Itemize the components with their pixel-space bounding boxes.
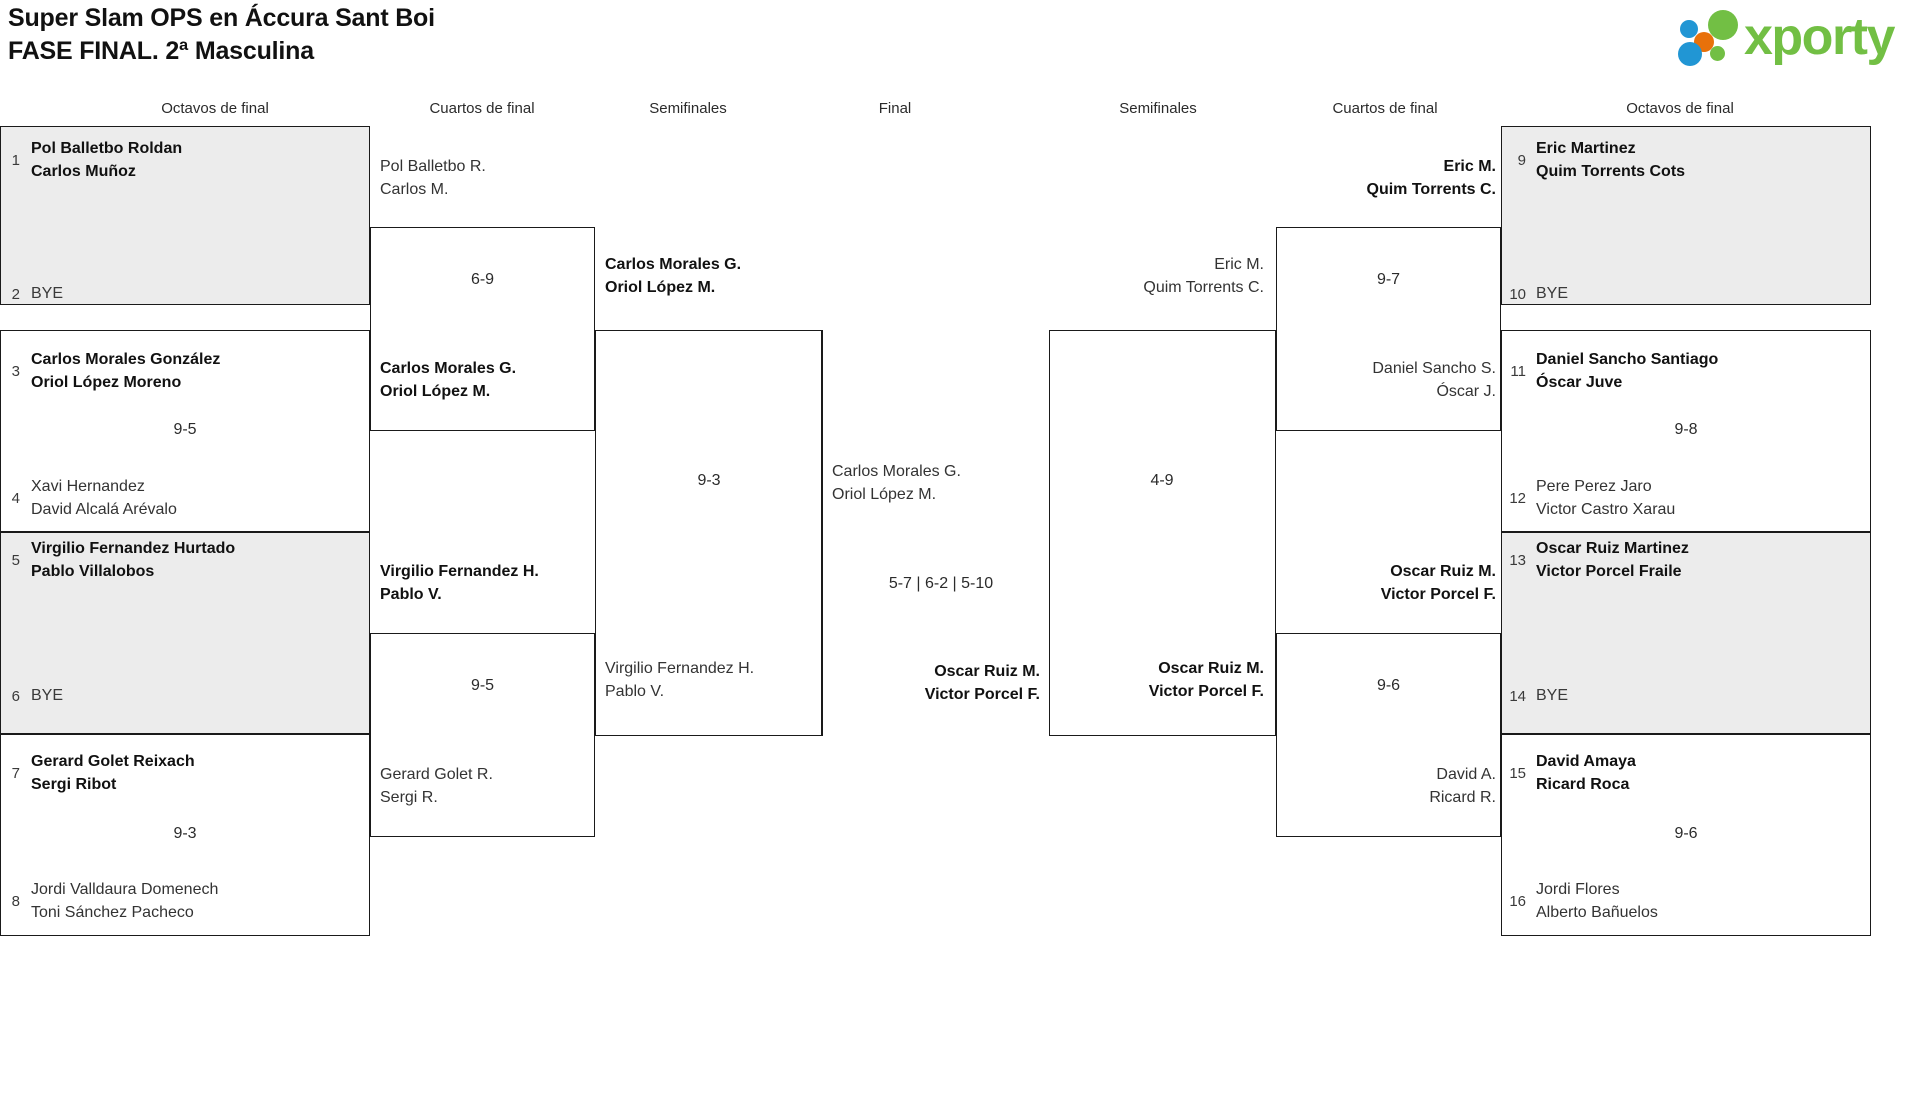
round-header-octavos-right: Octavos de final <box>1626 100 1734 117</box>
team-name: Eric M. Quim Torrents C. <box>1366 158 1497 198</box>
logo-dot-blue-bottom-icon <box>1678 42 1702 66</box>
match-box-left-qf-2[interactable] <box>370 633 595 837</box>
team-name: Oscar Ruiz M. Victor Porcel F. <box>924 663 1040 703</box>
team-name: Virgilio Fernandez Hurtado Pablo Villalo… <box>31 540 236 580</box>
team-name: Jordi Flores Alberto Bañuelos <box>1536 881 1658 921</box>
team-name: Pere Perez Jaro Victor Castro Xarau <box>1536 478 1676 518</box>
match-box-left-r16-1[interactable] <box>0 126 370 305</box>
team-name: Pol Balletbo R. Carlos M. <box>380 158 486 198</box>
seed-number: 11 <box>1510 363 1526 380</box>
match-box-left-sf[interactable] <box>595 330 822 736</box>
team-name: Pol Balletbo Roldan Carlos Muñoz <box>31 140 183 180</box>
match-score: 9-5 <box>173 421 197 438</box>
round-header-cuartos-left: Cuartos de final <box>429 100 535 117</box>
team-name: Virgilio Fernandez H. Pablo V. <box>605 660 755 700</box>
match-box-left-qf-1[interactable] <box>370 227 595 431</box>
team-name: Oscar Ruiz Martinez Victor Porcel Fraile <box>1536 540 1689 580</box>
team-name: Carlos Morales G. Oriol López M. <box>380 360 517 400</box>
logo-wordmark: xporty <box>1744 8 1895 66</box>
match-score: 9-6 <box>1376 677 1401 694</box>
logo-dot-green-small-icon <box>1710 46 1725 61</box>
match-box-left-r16-3[interactable] <box>0 532 370 734</box>
team-name: Carlos Morales G. Oriol López M. <box>832 463 961 503</box>
match-score: 4-9 <box>1150 472 1174 489</box>
match-box-right-qf-2[interactable] <box>1276 633 1501 837</box>
match-score: 9-5 <box>470 677 495 694</box>
seed-number: 12 <box>1509 490 1526 507</box>
seed-number: 15 <box>1509 765 1526 782</box>
match-box-right-sf[interactable] <box>1049 330 1276 736</box>
logo-dots-icon <box>1678 10 1752 66</box>
team-name: Oscar Ruiz M. Victor Porcel F. <box>1380 563 1496 603</box>
match-score: 9-8 <box>1674 421 1698 438</box>
bye-label: BYE <box>1536 687 1569 704</box>
team-name: Gerard Golet R. Sergi R. <box>380 766 493 806</box>
seed-number: 1 <box>11 152 20 169</box>
seed-number: 5 <box>11 552 20 569</box>
team-name: Gerard Golet Reixach Sergi Ribot <box>31 753 195 793</box>
match-box-right-r16-1[interactable] <box>1501 126 1871 305</box>
round-header-cuartos-right: Cuartos de final <box>1332 100 1438 117</box>
match-box-right-r16-4[interactable] <box>1501 734 1871 936</box>
seed-number: 6 <box>11 688 20 705</box>
seed-number: 16 <box>1509 893 1526 910</box>
team-name: Eric M. Quim Torrents C. <box>1143 256 1264 296</box>
bye-label: BYE <box>1536 285 1569 302</box>
match-score: 9-6 <box>1674 825 1698 842</box>
match-box-left-r16-2[interactable] <box>0 330 370 532</box>
seed-number: 4 <box>11 490 20 507</box>
bye-label: BYE <box>31 285 64 302</box>
seed-number: 2 <box>11 286 20 303</box>
round-header-semifinales-right: Semifinales <box>1119 100 1197 117</box>
team-name: Carlos Morales González Oriol López More… <box>31 351 221 391</box>
seed-number: 13 <box>1509 552 1526 569</box>
tournament-subtitle: FASE FINAL. 2ª Masculina <box>8 37 314 65</box>
team-name: Daniel Sancho S. Óscar J. <box>1372 360 1496 400</box>
round-header-octavos-left: Octavos de final <box>161 100 269 117</box>
bye-label: BYE <box>31 687 64 704</box>
page-header: Super Slam OPS en Áccura Sant Boi FASE F… <box>0 0 1920 95</box>
team-name: Xavi Hernandez David Alcalá Arévalo <box>31 478 177 518</box>
match-box-right-qf-1[interactable] <box>1276 227 1501 431</box>
logo-dot-blue-top-icon <box>1680 20 1698 38</box>
team-name: David A. Ricard R. <box>1429 766 1496 806</box>
final-match-score: 5-7 | 6-2 | 5-10 <box>888 575 994 592</box>
xporty-logo: xporty <box>1678 6 1908 68</box>
seed-number: 8 <box>11 893 20 910</box>
match-box-left-r16-4[interactable] <box>0 734 370 936</box>
team-name: David Amaya Ricard Roca <box>1536 753 1636 793</box>
team-name: Carlos Morales G. Oriol López M. <box>605 256 742 296</box>
round-header-final: Final <box>878 100 912 117</box>
seed-number: 3 <box>11 363 20 380</box>
match-score: 6-9 <box>470 271 495 288</box>
match-score: 9-7 <box>1376 271 1401 288</box>
seed-number: 9 <box>1517 152 1526 169</box>
team-name: Virgilio Fernandez H. Pablo V. <box>380 563 539 603</box>
team-name: Oscar Ruiz M. Victor Porcel F. <box>1148 660 1264 700</box>
seed-number: 14 <box>1509 688 1526 705</box>
match-box-right-r16-2[interactable] <box>1501 330 1871 532</box>
team-name: Jordi Valldaura Domenech Toni Sánchez Pa… <box>31 881 219 921</box>
match-score: 9-3 <box>173 825 197 842</box>
round-header-semifinales-left: Semifinales <box>649 100 727 117</box>
seed-number: 10 <box>1509 286 1526 303</box>
seed-number: 7 <box>11 765 20 782</box>
tournament-title: Super Slam OPS en Áccura Sant Boi <box>8 4 435 32</box>
final-divider-left <box>822 330 823 736</box>
match-box-right-r16-3[interactable] <box>1501 532 1871 734</box>
match-score: 9-3 <box>697 472 721 489</box>
team-name: Daniel Sancho Santiago Óscar Juve <box>1536 351 1719 391</box>
title-block: Super Slam OPS en Áccura Sant Boi FASE F… <box>8 2 435 68</box>
logo-dot-green-large-icon <box>1708 10 1738 40</box>
team-name: Eric Martinez Quim Torrents Cots <box>1536 140 1686 180</box>
